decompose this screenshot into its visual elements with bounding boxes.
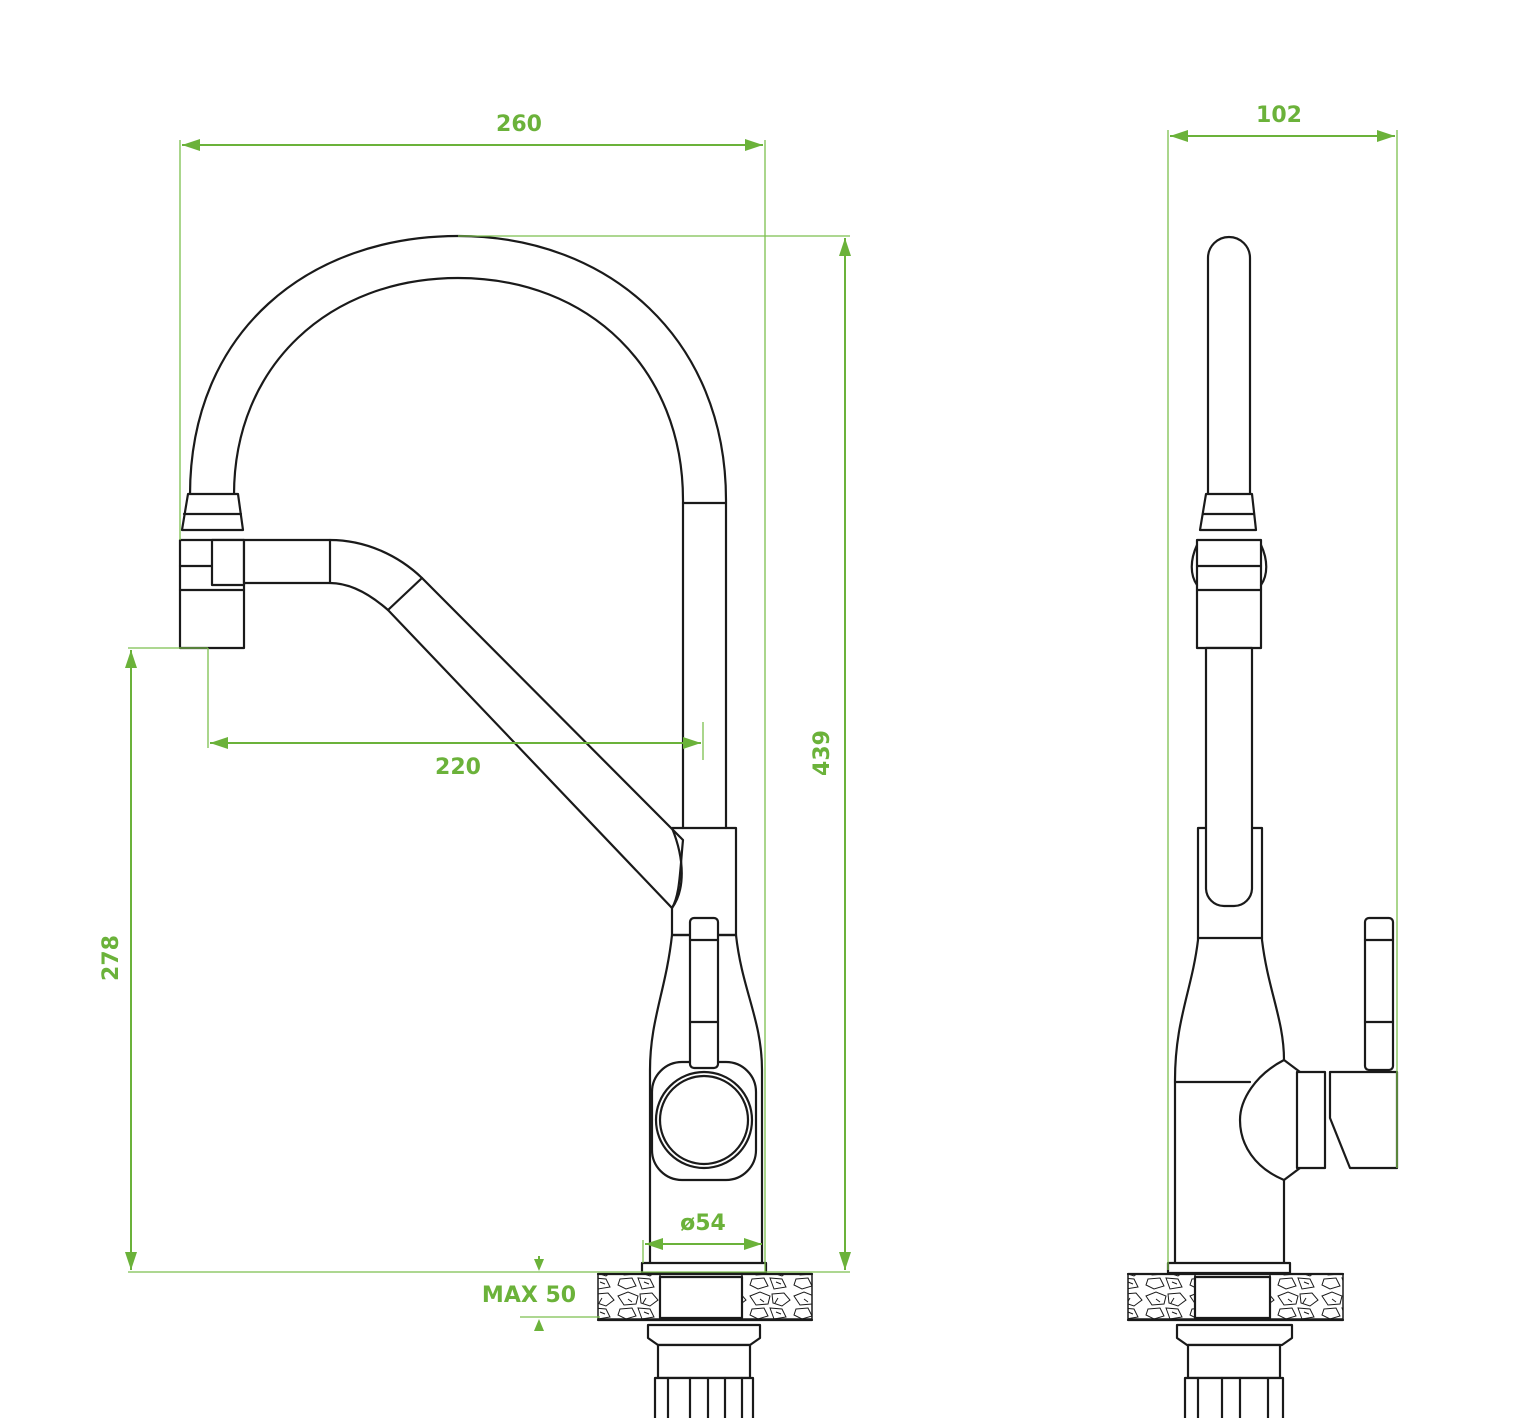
mounting-insert — [658, 1275, 744, 1320]
spout-arc-outer — [188, 234, 728, 830]
side-spout-tube — [1206, 235, 1252, 497]
spout-arc-inner — [232, 276, 685, 830]
side-handle-collar — [1295, 1070, 1327, 1170]
dimension-base-diameter: ø54 — [680, 1211, 726, 1236]
mounting-shank — [656, 1343, 752, 1380]
side-countertop-left — [1127, 1273, 1196, 1320]
lever-handle — [688, 916, 720, 1070]
side-fluted-nut — [1183, 1376, 1285, 1418]
dimension-width-260: 260 — [496, 112, 542, 137]
side-spout-collar — [1198, 492, 1258, 532]
fluted-nut — [653, 1376, 755, 1418]
spray-head-connector — [210, 538, 246, 587]
countertop-left — [597, 1273, 661, 1320]
pull-out-hose — [242, 538, 685, 910]
spout-collar — [180, 492, 245, 532]
side-base-plate — [1166, 1261, 1292, 1275]
side-handle-dome — [1238, 1058, 1302, 1182]
front-dimensions: 260 439 278 220 ø54 MAX 50 — [99, 112, 851, 1331]
side-spray-head — [1195, 538, 1263, 650]
mounting-nut — [646, 1323, 762, 1347]
side-lever — [1363, 916, 1395, 1072]
dimension-max-thickness: MAX 50 — [482, 1283, 576, 1308]
side-countertop-right — [1269, 1273, 1344, 1320]
side-handle-body — [1328, 1070, 1399, 1170]
handle-knob — [654, 1070, 754, 1170]
dimension-height-439: 439 — [810, 730, 835, 776]
dimension-reach-220: 220 — [435, 755, 481, 780]
body-upper-block — [670, 826, 738, 937]
side-mounting-shank — [1186, 1343, 1282, 1380]
front-view — [178, 234, 814, 1418]
side-mounting-insert — [1193, 1275, 1272, 1320]
side-dimensions: 102 — [1167, 103, 1398, 1270]
side-mounting-nut — [1175, 1323, 1294, 1347]
side-hose-tube — [1204, 646, 1254, 908]
side-view — [1126, 235, 1399, 1418]
dimension-spout-height-278: 278 — [99, 935, 124, 981]
countertop-right — [741, 1273, 813, 1320]
dimension-side-width-102: 102 — [1256, 103, 1302, 128]
